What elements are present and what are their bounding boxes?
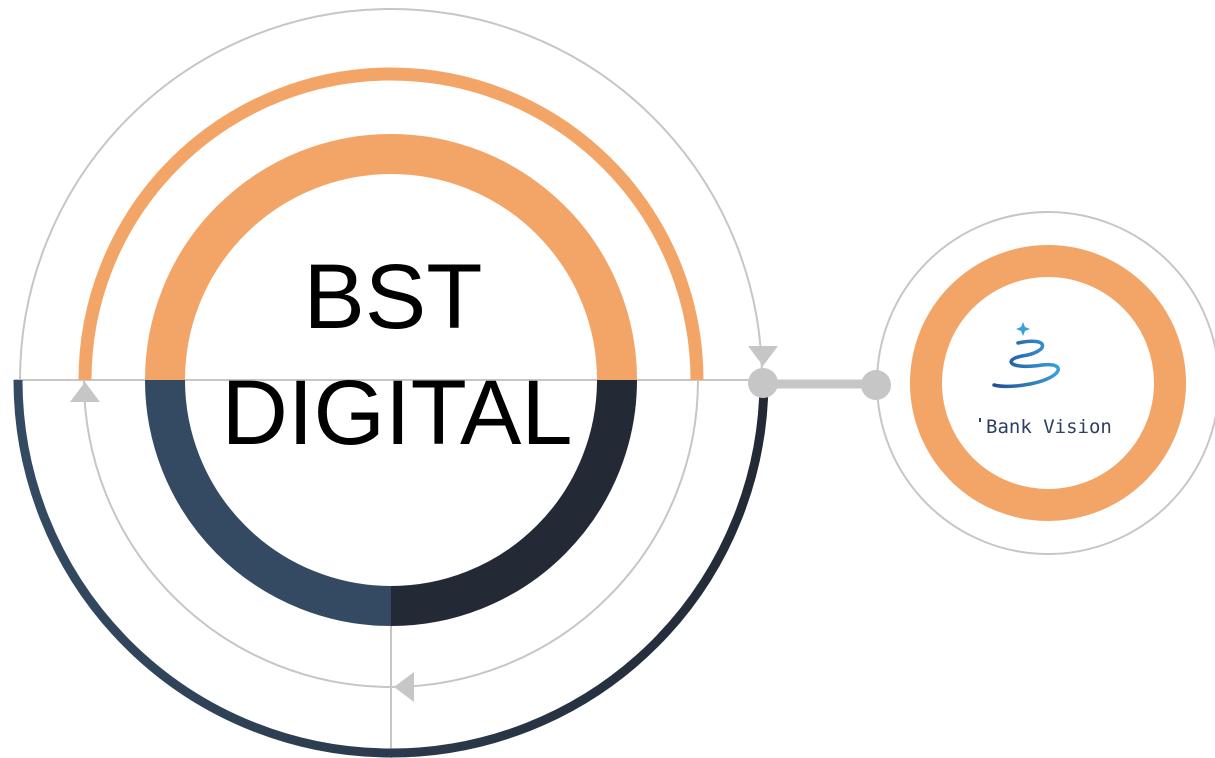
arrow-left-icon (394, 672, 414, 702)
logo-tick-mark (979, 418, 981, 422)
dark-inner-ring-arc-right (390, 379, 637, 626)
logo-star-icon (1016, 322, 1030, 336)
orange-outer-arc (78, 67, 704, 381)
small-guide-circle (876, 211, 1215, 555)
small-orange-ring (910, 245, 1186, 521)
navy-outer-arc (13, 379, 769, 758)
title-line-2: DIGITAL (221, 362, 572, 464)
arrow-up-icon (70, 382, 100, 402)
connector-dot-right (861, 370, 891, 400)
orange-inner-ring-arc (145, 134, 637, 381)
navy-inner-ring-arc-left (145, 379, 392, 626)
bank-vision-logo: Bank Vision (979, 322, 1112, 438)
connector-dot-left (748, 368, 778, 398)
logo-text: Bank Vision (986, 416, 1112, 438)
arrow-down-icon (748, 346, 778, 366)
logo-swirl-icon (992, 339, 1060, 389)
title-line-1: BST (304, 246, 483, 348)
